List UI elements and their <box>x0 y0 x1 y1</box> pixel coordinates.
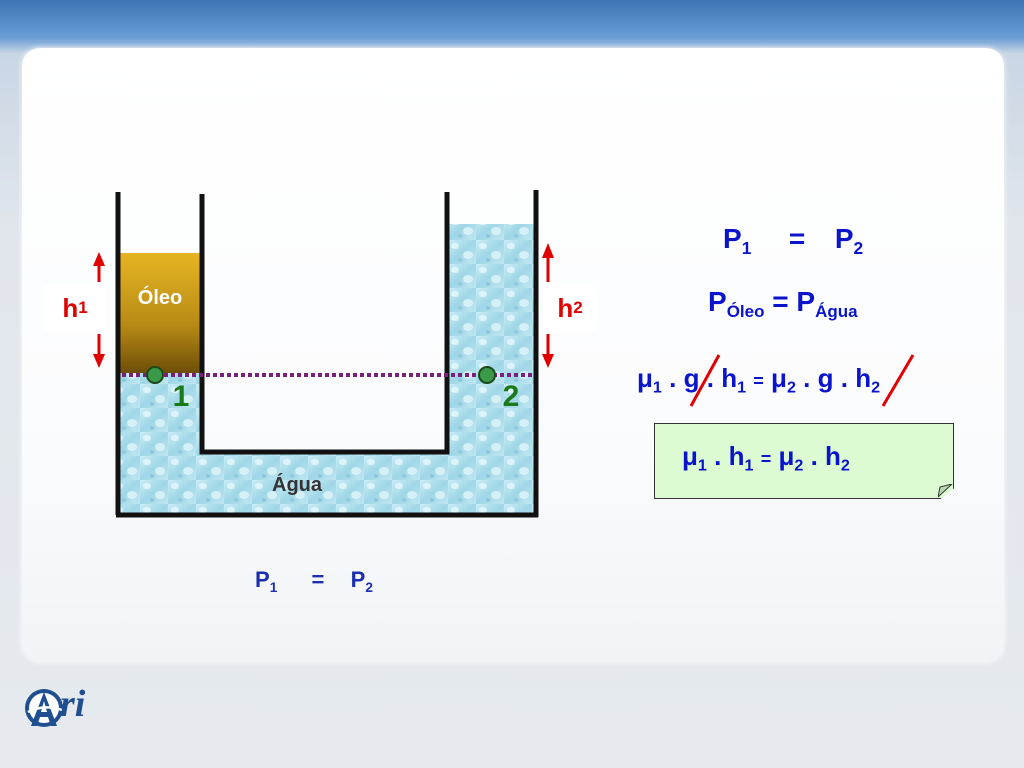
h2-arrow <box>542 243 554 368</box>
eq1-left-sub: 1 <box>741 238 752 259</box>
res-mu2: μ <box>778 441 795 471</box>
eq3-h1-sub: 1 <box>737 378 747 397</box>
cancel-g-right <box>881 354 915 407</box>
res-h1: h <box>728 441 745 471</box>
h2-sub: 2 <box>573 298 583 317</box>
point-2-label: 2 <box>503 380 520 413</box>
result-equation: μ1 . h1 = μ2 . h2 <box>682 441 850 476</box>
eq2-left-sub: Óleo <box>726 301 765 321</box>
h1-arrow <box>93 252 105 368</box>
oil-column <box>120 253 202 373</box>
bottom-eq-right: P <box>350 567 366 592</box>
bottom-eq-op: = <box>311 567 325 592</box>
h1-sub: 1 <box>78 298 88 317</box>
h1-base: h <box>62 292 79 323</box>
bottom-eq-left: P <box>255 567 270 592</box>
u-tube-walls <box>115 190 539 518</box>
equation-line-3: μ1 . g . h1 = μ2 . g . h2 <box>637 363 880 398</box>
h2-base: h <box>557 292 574 323</box>
eq2-right-sub: Água <box>815 301 858 321</box>
water-label: Água <box>272 473 323 496</box>
eq3-dot3: . <box>803 363 811 393</box>
point-1-marker <box>146 366 164 384</box>
eq1-right: P <box>834 223 854 254</box>
eq1-left: P <box>723 223 742 254</box>
eq3-mu2-sub: 2 <box>786 378 796 397</box>
res-mu2-sub: 2 <box>794 456 804 475</box>
equation-line-2: PÓleo = PÁgua <box>708 286 858 322</box>
eq3-dot4: . <box>840 363 848 393</box>
point-2-marker <box>478 366 496 384</box>
cancel-g-left <box>689 354 721 407</box>
res-dot2: . <box>810 441 818 471</box>
eq3-g2: g <box>817 363 834 393</box>
eq3-h2-sub: 2 <box>871 378 881 397</box>
oil-label: Óleo <box>138 285 182 309</box>
res-mu1-sub: 1 <box>697 456 707 475</box>
logo-text: ri <box>60 683 86 725</box>
eq2-right: P <box>796 286 816 317</box>
res-h2-sub: 2 <box>840 456 850 475</box>
eq3-h1: h <box>721 363 738 393</box>
bottom-eq-left-sub: 1 <box>269 579 278 595</box>
eq3-op: = <box>753 371 764 391</box>
result-box <box>654 423 954 499</box>
res-h2: h <box>825 441 841 471</box>
eq3-mu2: μ <box>771 363 787 393</box>
eq3-h2: h <box>855 363 872 393</box>
eq3-dot2: . <box>706 363 714 393</box>
eq3-g1: g <box>683 363 700 393</box>
eq3-mu1: μ <box>637 363 653 393</box>
eq1-op: = <box>788 223 806 254</box>
point-1-label: 1 <box>173 380 190 413</box>
eq3-mu1-sub: 1 <box>652 378 662 397</box>
res-h1-sub: 1 <box>744 456 754 475</box>
eq1-right-sub: 2 <box>853 238 864 259</box>
res-op: = <box>760 449 772 469</box>
res-mu1: μ <box>682 441 698 471</box>
ari-logo-icon <box>25 689 63 727</box>
bottom-eq-right-sub: 2 <box>365 579 373 595</box>
res-dot1: . <box>714 441 722 471</box>
eq2-left: P <box>708 286 727 317</box>
eq2-op: = <box>772 286 789 317</box>
eq3-dot1: . <box>669 363 677 393</box>
bottom-equation: P1 = P2 <box>255 567 373 595</box>
result-box-fold <box>938 484 953 498</box>
equation-line-1: P1 = P2 <box>723 223 863 259</box>
